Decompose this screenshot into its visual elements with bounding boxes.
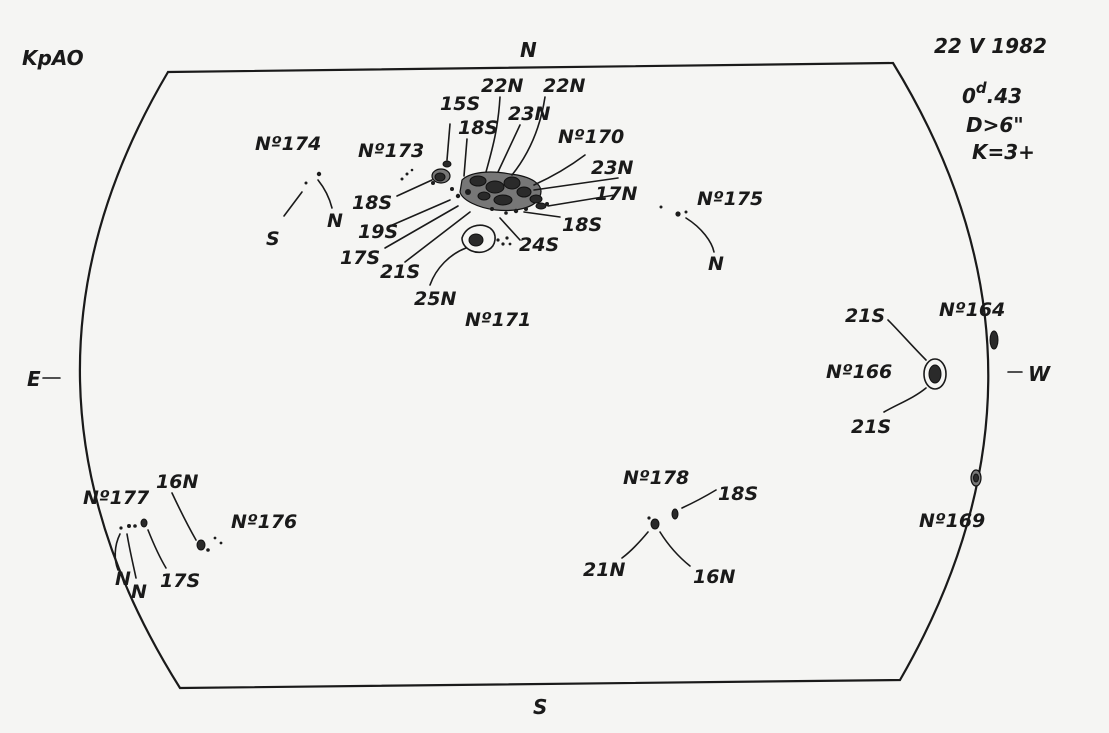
k-value-label: K=3+ <box>972 140 1035 164</box>
spot-group-164 <box>989 330 999 350</box>
spot-group-177 <box>114 518 167 579</box>
label-175-n: N <box>708 253 724 275</box>
disk-outline <box>78 61 990 690</box>
label-174-n: N <box>327 210 343 232</box>
label-18s-top: 18S <box>458 117 498 139</box>
time-label: 0d.43 <box>962 79 1022 108</box>
label-group-173: Nº173 <box>358 140 424 162</box>
label-group-175: Nº175 <box>697 188 763 210</box>
label-177-n1: N <box>115 568 131 590</box>
observatory-label: KpAO <box>22 46 84 70</box>
label-17s-left: 17S <box>340 247 380 269</box>
label-group-170: Nº170 <box>558 126 624 148</box>
label-22n-b: 22N <box>543 75 585 97</box>
label-group-176: Nº176 <box>231 511 297 533</box>
label-177-n2: N <box>131 581 147 603</box>
west-label: W <box>1028 362 1051 386</box>
label-group-171: Nº171 <box>465 309 531 331</box>
east-label: E <box>27 367 41 391</box>
label-174-s: S <box>266 228 280 250</box>
label-group-164: Nº164 <box>939 299 1005 321</box>
label-group-177: Nº177 <box>83 487 150 509</box>
label-166-21s-top: 21S <box>845 305 885 327</box>
date-label: 22 V 1982 <box>934 34 1047 58</box>
label-17n: 17N <box>595 183 637 205</box>
south-label: S <box>533 695 547 719</box>
label-176-16n: 16N <box>156 471 198 493</box>
spot-group-175 <box>659 205 715 253</box>
spot-group-174 <box>283 171 333 217</box>
spot-group-166 <box>883 319 947 413</box>
label-24s: 24S <box>519 234 559 256</box>
label-166-21s-bottom: 21S <box>851 416 891 438</box>
complex-leader-lines <box>384 96 619 286</box>
label-25n: 25N <box>414 288 456 310</box>
label-15s: 15S <box>440 93 480 115</box>
spot-group-176 <box>171 492 223 552</box>
label-178-21n: 21N <box>583 559 625 581</box>
label-group-178: Nº178 <box>623 467 689 489</box>
label-18s-left: 18S <box>352 192 392 214</box>
spot-complex-173 <box>400 160 452 185</box>
label-18s-right: 18S <box>562 214 602 236</box>
spot-complex-170 <box>450 171 549 215</box>
label-23n-top: 23N <box>508 103 550 125</box>
north-label: N <box>520 38 537 62</box>
label-group-169: Nº169 <box>919 510 985 532</box>
label-23n-right: 23N <box>591 157 633 179</box>
label-177-17s: 17S <box>160 570 200 592</box>
label-group-166: Nº166 <box>826 361 892 383</box>
spot-group-169 <box>970 469 982 487</box>
d-value-label: D>6" <box>966 113 1024 137</box>
spot-group-178 <box>621 489 717 567</box>
label-group-174: Nº174 <box>255 133 321 155</box>
label-178-16n: 16N <box>693 566 735 588</box>
label-178-18s: 18S <box>718 483 758 505</box>
label-22n-a: 22N <box>481 75 523 97</box>
label-19s: 19S <box>358 221 398 243</box>
label-21s-left: 21S <box>380 261 420 283</box>
spot-complex-171 <box>461 224 512 254</box>
